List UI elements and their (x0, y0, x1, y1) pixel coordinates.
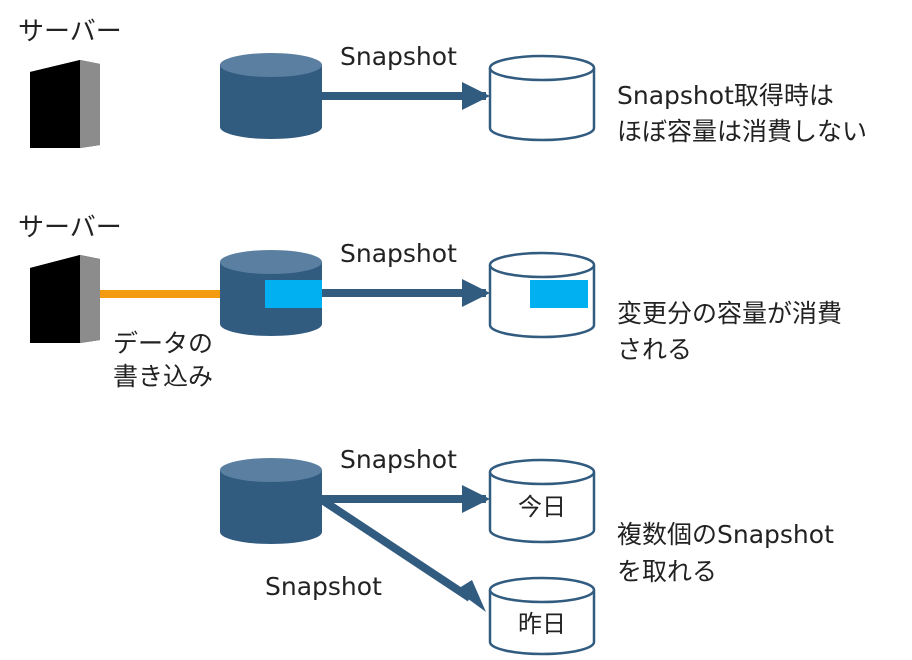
source-volume-row1 (220, 53, 322, 139)
snapshot-arrow-yesterday (319, 496, 473, 602)
snapshot-label-yesterday: Snapshot (265, 572, 382, 601)
changed-block-source (265, 280, 322, 308)
snapshot-volume-today (488, 458, 596, 544)
write-label-line2: 書き込み (113, 362, 213, 391)
server-icon-row2 (30, 255, 100, 343)
note-row1-line1: Snapshot取得時は (617, 81, 834, 110)
note-row1-line2: ほぼ容量は消費しない (617, 117, 867, 146)
server-icon-row1 (30, 60, 100, 148)
note-row3-line1: 複数個のSnapshot (617, 520, 834, 549)
snapshot-label-row2: Snapshot (340, 239, 457, 268)
snapshot-arrowhead-row1 (462, 82, 490, 110)
snapshot-volume-row1 (488, 54, 596, 142)
snapshot-label-today: Snapshot (340, 445, 457, 474)
source-volume-row2 (220, 250, 322, 336)
write-label-line1: データの (113, 329, 213, 358)
snapshot-label-row1: Snapshot (340, 42, 457, 71)
yesterday-label: 昨日 (518, 610, 566, 638)
note-row2-line2: される (617, 335, 692, 364)
today-label: 今日 (518, 493, 566, 521)
source-volume-row3 (220, 458, 322, 544)
snapshot-volume-row2 (488, 251, 596, 339)
snapshot-arrowhead-today (462, 485, 490, 513)
changed-block-snapshot (530, 280, 588, 308)
server-label-row1: サーバー (18, 17, 122, 47)
snapshot-arrowhead-row2 (462, 279, 490, 307)
server-label-row2: サーバー (18, 213, 122, 243)
snapshot-volume-yesterday (488, 576, 596, 656)
note-row2-line1: 変更分の容量が消費 (617, 299, 842, 328)
note-row3-line2: を取れる (617, 557, 717, 586)
snapshot-arrowhead-yesterday (456, 580, 486, 612)
